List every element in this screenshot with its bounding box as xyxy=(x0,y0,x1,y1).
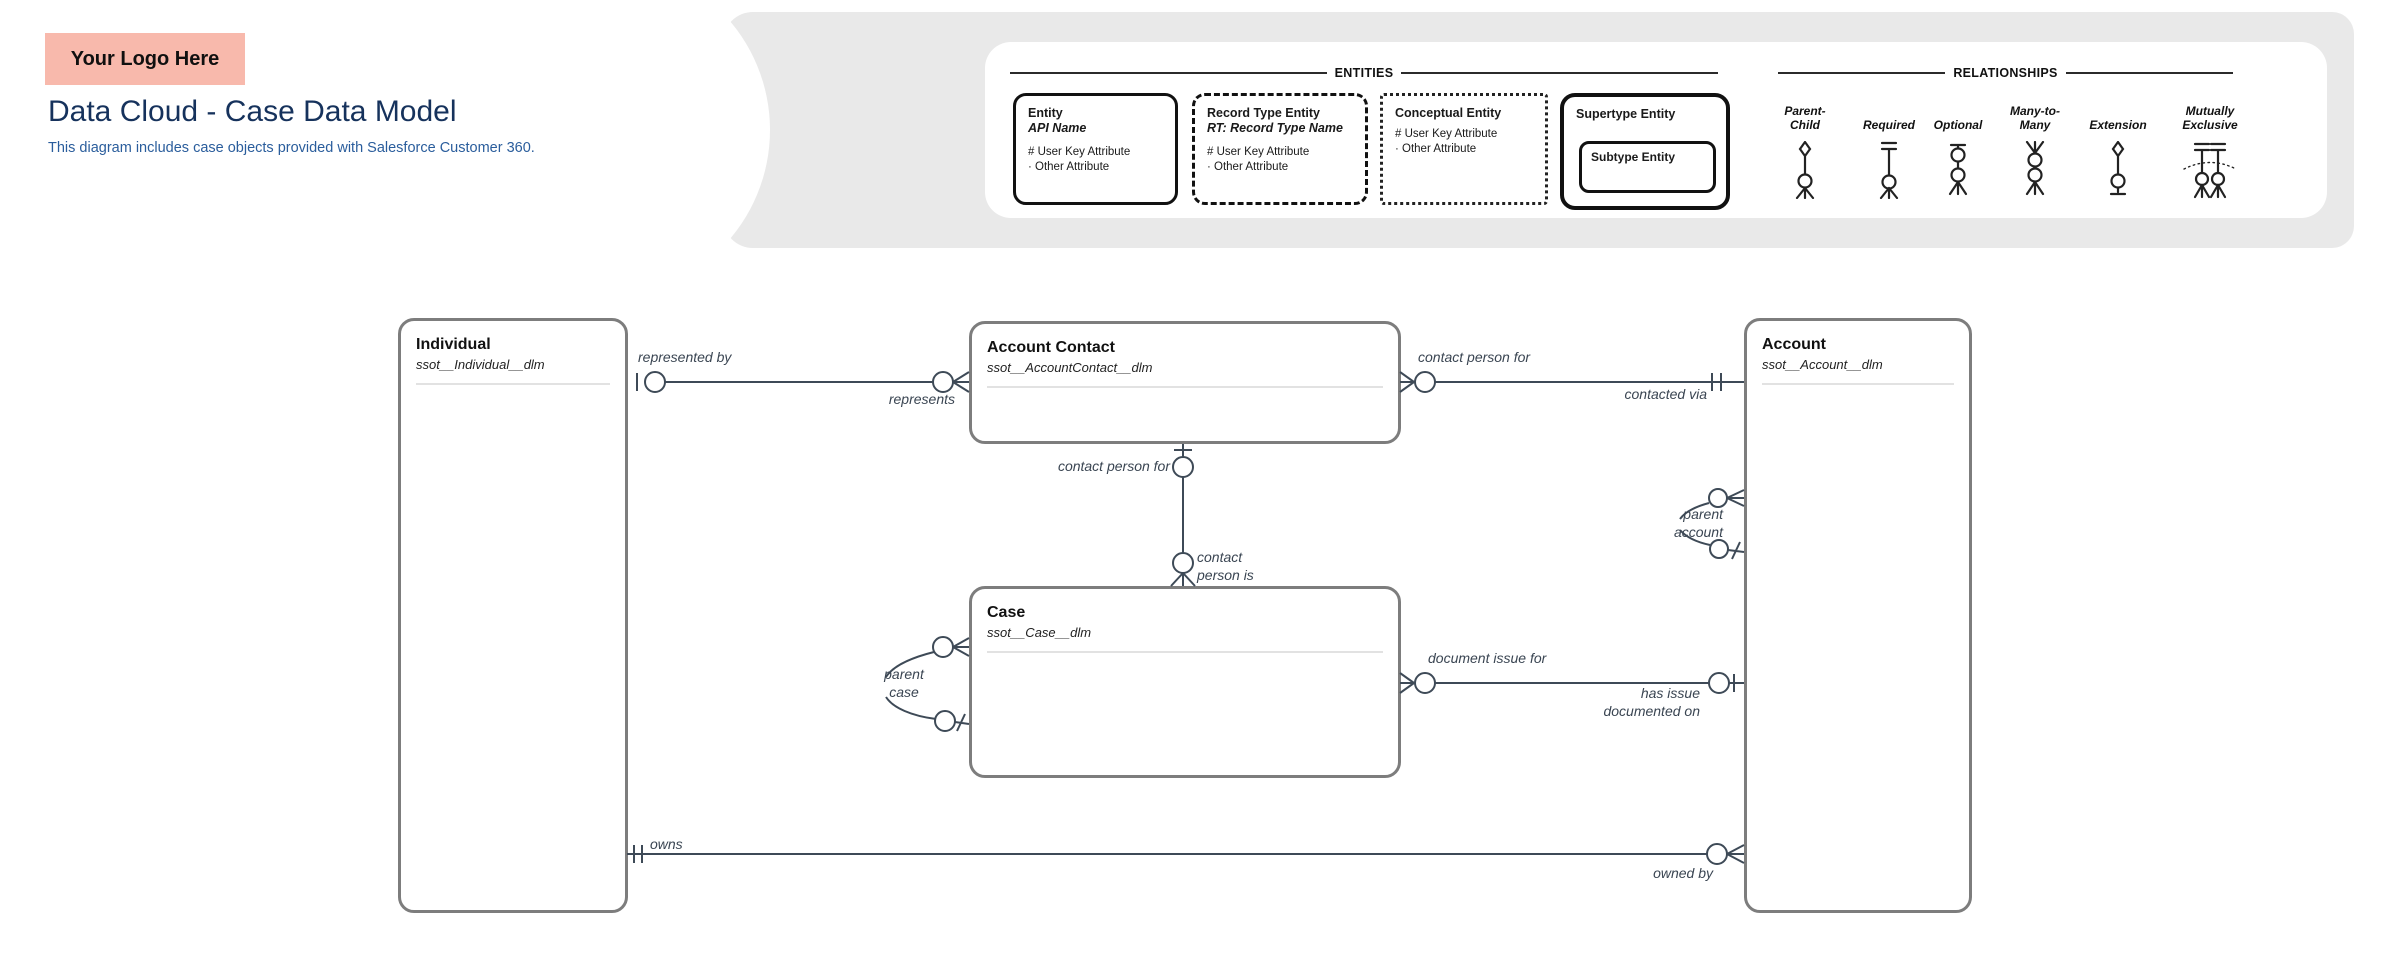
page-subtitle: This diagram includes case objects provi… xyxy=(48,140,535,156)
entities-section-title: ENTITIES xyxy=(1334,66,1394,80)
legend-entity-subtitle: API Name xyxy=(1028,121,1087,135)
wire-individual-account xyxy=(627,843,1745,865)
entity-case-name: Case xyxy=(987,604,1026,621)
legend-attr: · Other Attribute xyxy=(1028,160,1110,173)
rel-type-label: Many-to- Many xyxy=(2010,104,2060,133)
legend-rel-many-to-many: Many-to- Many xyxy=(1990,97,2080,199)
entity-account-contact: Account Contact ssot__AccountContact__dl… xyxy=(969,321,1401,444)
label-document-issue-for: document issue for xyxy=(1428,650,1547,666)
entity-account-name: Account xyxy=(1762,336,1826,353)
legend-supertype-box: Supertype Entity Subtype Entity xyxy=(1560,93,1730,210)
legend-record-type-title: Record Type Entity xyxy=(1207,106,1320,120)
entity-account-api-name: ssot__Account__dlm xyxy=(1762,357,1883,372)
legend-entity-title: Entity xyxy=(1028,106,1063,120)
label-contact-person-for-case: contact person for xyxy=(1057,458,1170,474)
legend-rel-parent-child: Parent- Child xyxy=(1760,97,1850,199)
logo-placeholder: Your Logo Here xyxy=(45,33,245,85)
legend-attr: # User Key Attribute xyxy=(1395,128,1498,140)
relationships-section-header: RELATIONSHIPS xyxy=(1778,66,2233,80)
entity-case-api-name: ssot__Case__dlm xyxy=(987,625,1092,640)
wire-account-contact-case xyxy=(1170,444,1196,587)
legend-attr: # User Key Attribute xyxy=(1207,146,1310,158)
page-title: Data Cloud - Case Data Model xyxy=(48,95,457,128)
legend-attr: · Other Attribute xyxy=(1207,160,1289,173)
label-contacted-via: contacted via xyxy=(1624,386,1708,402)
legend-panel: ENTITIES RELATIONSHIPS Entity API Name #… xyxy=(985,42,2327,218)
optional-icon xyxy=(1948,143,1968,196)
entities-section-header: ENTITIES xyxy=(1010,66,1718,80)
rel-type-label: Required xyxy=(1862,118,1915,133)
header-band-cutout xyxy=(434,0,770,298)
legend-subtype-box: Subtype Entity xyxy=(1579,141,1716,193)
extension-icon xyxy=(2109,141,2127,196)
rule-line xyxy=(2065,72,2233,74)
rel-type-label: Mutually Exclusive xyxy=(2182,104,2238,133)
many-to-many-icon xyxy=(2025,141,2045,196)
legend-attr: · Other Attribute xyxy=(1395,142,1477,155)
label-parent-case: parent case xyxy=(884,666,924,700)
entity-individual: Individual ssot__Individual__dlm xyxy=(398,318,628,913)
rel-type-label: Optional xyxy=(1933,118,1983,133)
label-contact-person-is: contact person is xyxy=(1197,549,1254,583)
entity-individual-name: Individual xyxy=(416,336,491,353)
rel-type-label: Parent- Child xyxy=(1784,104,1826,133)
legend-record-type-subtitle: RT: Record Type Name xyxy=(1207,121,1343,135)
entity-account: Account ssot__Account__dlm xyxy=(1744,318,1972,913)
mutually-exclusive-icon xyxy=(2183,142,2237,199)
wire-individual-account-contact xyxy=(636,371,970,393)
label-parent-account: parent account xyxy=(1673,506,1723,540)
logo-text: Your Logo Here xyxy=(70,47,220,70)
legend-rel-required: Required xyxy=(1844,97,1934,199)
label-represents: represents xyxy=(888,391,955,407)
entity-individual-api-name: ssot__Individual__dlm xyxy=(416,357,545,372)
rule-line xyxy=(1010,72,1327,74)
label-owns: owns xyxy=(650,836,683,852)
entity-account-contact-api-name: ssot__AccountContact__dlm xyxy=(987,360,1153,375)
rule-line xyxy=(1401,72,1718,74)
legend-rel-optional: Optional xyxy=(1913,97,2003,199)
label-represented-by: represented by xyxy=(638,349,732,365)
legend-supertype-title: Supertype Entity xyxy=(1576,107,1676,121)
parent-child-icon xyxy=(1795,141,1815,199)
legend-conceptual-box: Conceptual Entity # User Key Attribute ·… xyxy=(1380,93,1548,205)
label-contact-person-for-account: contact person for xyxy=(1418,349,1531,365)
relationships-section-title: RELATIONSHIPS xyxy=(1953,66,2058,80)
rule-line xyxy=(1778,72,1946,74)
legend-rel-extension: Extension xyxy=(2073,97,2163,199)
entity-account-contact-name: Account Contact xyxy=(987,339,1115,356)
legend-rel-mutually-exclusive: Mutually Exclusive xyxy=(2165,97,2255,199)
label-owned-by: owned by xyxy=(1653,865,1713,881)
legend-subtype-title: Subtype Entity xyxy=(1591,150,1676,164)
legend-record-type-box: Record Type Entity RT: Record Type Name … xyxy=(1192,93,1368,205)
legend-attr: # User Key Attribute xyxy=(1028,146,1131,158)
legend-conceptual-title: Conceptual Entity xyxy=(1395,106,1502,120)
rel-type-label: Extension xyxy=(2089,118,2147,133)
label-has-issue-documented-on: has issue documented on xyxy=(1603,685,1700,719)
entity-case: Case ssot__Case__dlm xyxy=(969,586,1401,778)
legend-entity-box: Entity API Name # User Key Attribute · O… xyxy=(1013,93,1178,205)
required-icon xyxy=(1879,141,1899,199)
